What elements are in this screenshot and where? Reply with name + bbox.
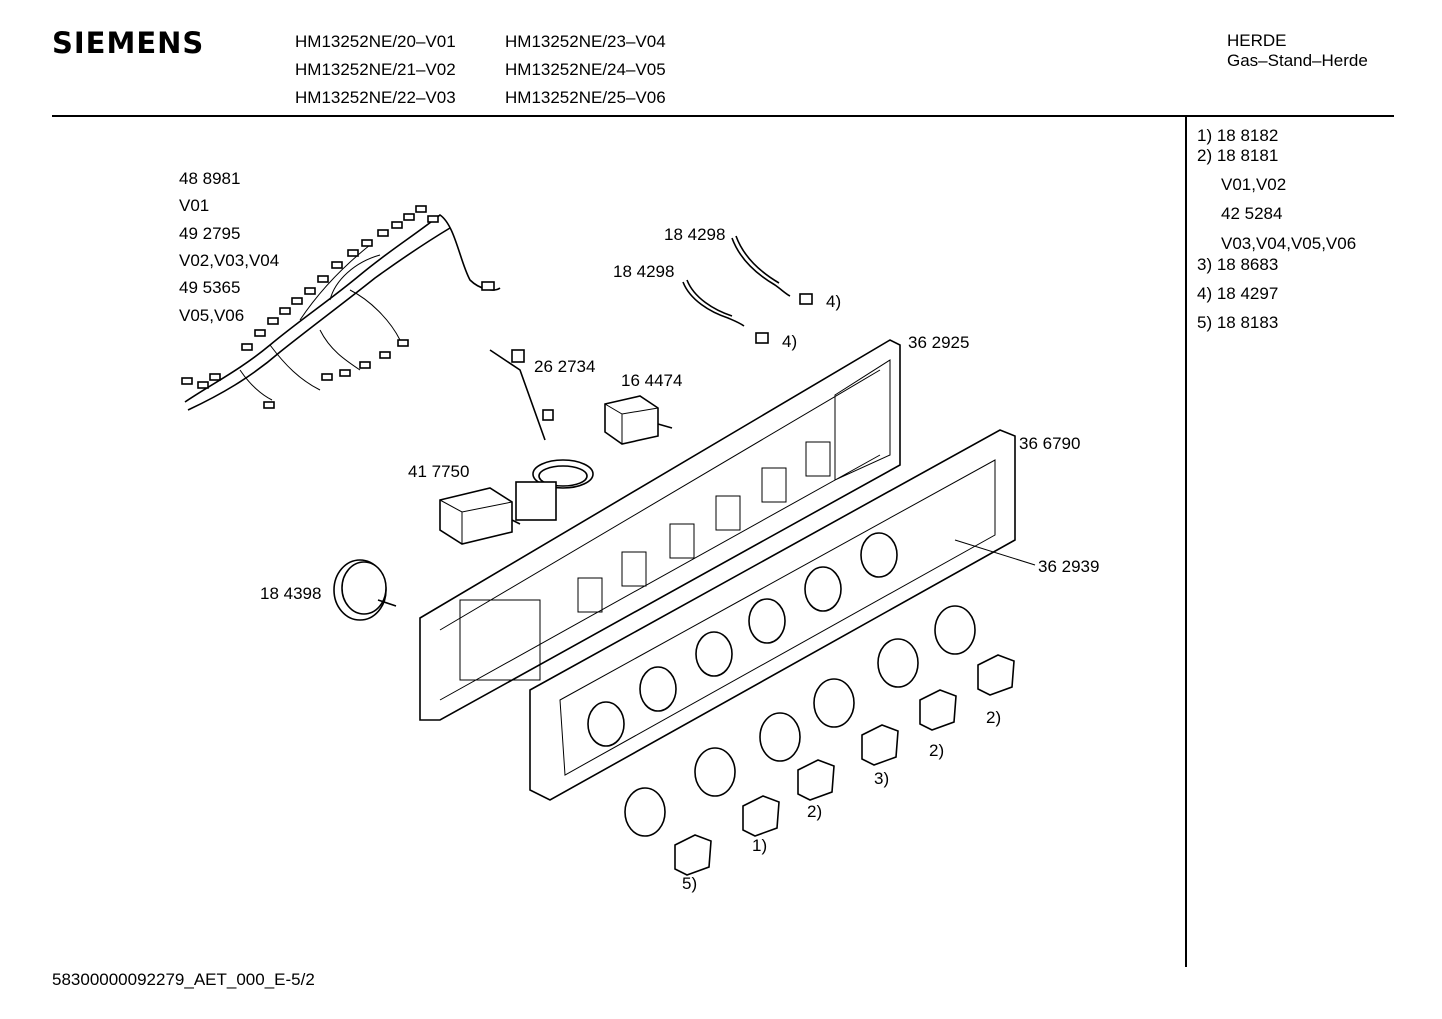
header-divider: [52, 115, 1394, 117]
knob-ref-2: 2): [929, 741, 945, 760]
part-label-362925: 36 2925: [908, 333, 970, 352]
siemens-logo: SIEMENS: [52, 26, 205, 60]
part-label-184298: 18 4298: [613, 262, 675, 281]
knob-bezels: [624, 605, 976, 837]
legend-item: V03,V04,V05,V06: [1221, 234, 1357, 253]
ignition-lead-upper: [731, 235, 813, 305]
model-number: HM13252NE/23–V04: [505, 32, 666, 51]
selector-switch-164474: [604, 395, 673, 445]
knob-ref-5: 5): [682, 874, 698, 893]
model-number: HM13252NE/20–V01: [295, 32, 456, 51]
wiring-harness: [181, 205, 501, 411]
control-knob-184398: [333, 559, 397, 621]
part-label-262734: 26 2734: [534, 357, 596, 376]
thermostat-sensor: [489, 349, 594, 521]
model-number: HM13252NE/21–V02: [295, 60, 456, 79]
part-ref-4: 4): [826, 292, 842, 311]
model-column-1: HM13252NE/20–V01 HM13252NE/21–V02 HM1325…: [295, 28, 456, 112]
harness-variant: V01: [179, 196, 210, 215]
category-title: HERDE: [1227, 31, 1287, 50]
harness-part-number: 48 8981: [179, 169, 241, 188]
legend-item: V01,V02: [1221, 175, 1287, 194]
part-label-164474: 16 4474: [621, 371, 683, 390]
document-id: 58300000092279_AET_000_E-5/2: [52, 970, 315, 989]
part-label-366790: 36 6790: [1019, 434, 1081, 453]
part-label-417750: 41 7750: [408, 462, 470, 481]
harness-part-number: 49 5365: [179, 278, 241, 297]
legend-item: 1) 18 8182: [1197, 126, 1279, 145]
legend-item: 3) 18 8683: [1197, 255, 1279, 274]
legend-divider: [1185, 117, 1187, 967]
part-ref-4: 4): [782, 332, 798, 351]
knob-ref-3: 3): [874, 769, 890, 788]
control-panel-bracket: [419, 339, 901, 721]
harness-variant: V05,V06: [179, 306, 245, 325]
front-fascia-panel: [529, 429, 1036, 801]
knob-ref-2: 2): [807, 802, 823, 821]
part-label-184298: 18 4298: [664, 225, 726, 244]
category-subtitle: Gas–Stand–Herde: [1227, 51, 1368, 70]
knob-ref-2: 2): [986, 708, 1002, 727]
harness-part-number: 49 2795: [179, 224, 241, 243]
knob-ref-1: 1): [752, 836, 768, 855]
model-number: HM13252NE/24–V05: [505, 60, 666, 79]
selector-switch-417750: [439, 487, 521, 545]
control-knobs: [674, 654, 1015, 876]
ignition-lead-lower: [682, 279, 769, 344]
part-label-362939: 36 2939: [1038, 557, 1100, 576]
legend-item: 42 5284: [1221, 204, 1283, 223]
model-column-2: HM13252NE/23–V04 HM13252NE/24–V05 HM1325…: [505, 28, 666, 112]
legend-item: 2) 18 8181: [1197, 146, 1279, 165]
legend-item: 4) 18 4297: [1197, 284, 1279, 303]
legend-item: 5) 18 8183: [1197, 313, 1279, 332]
part-label-184398: 18 4398: [260, 584, 322, 603]
product-category: HERDE Gas–Stand–Herde: [1227, 31, 1368, 71]
harness-variant: V02,V03,V04: [179, 251, 280, 270]
model-number: HM13252NE/22–V03: [295, 88, 456, 107]
model-number: HM13252NE/25–V06: [505, 88, 666, 107]
